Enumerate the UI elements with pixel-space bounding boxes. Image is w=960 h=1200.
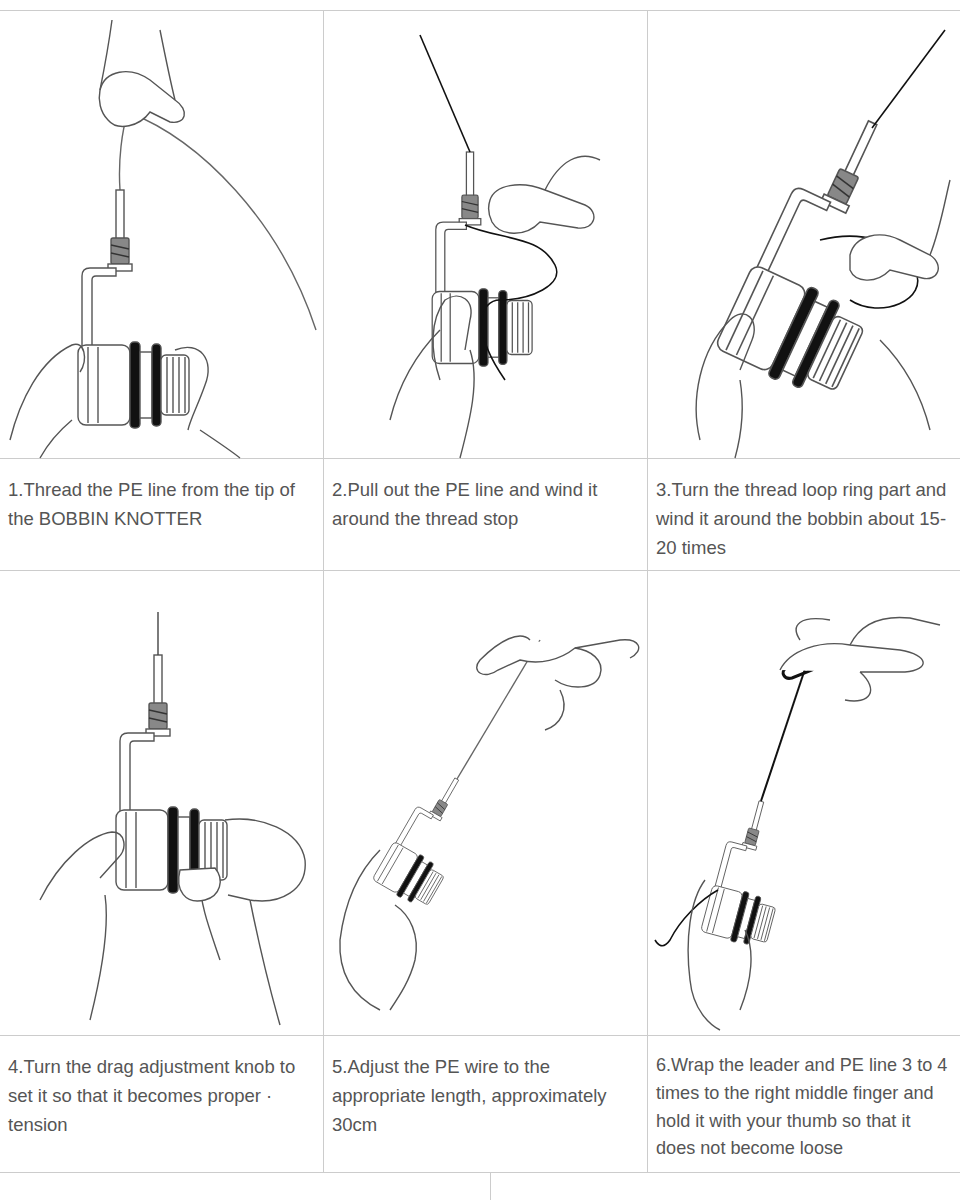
step3-illustration [696,30,950,458]
caption-cell: 3.Turn the thread loop ring part and win… [648,459,960,570]
step-caption: 6.Wrap the leader and PE line 3 to 4 tim… [656,1052,952,1163]
caption-cell: 4.Turn the drag adjustment knob to set i… [0,1036,323,1172]
caption-cell: 2.Pull out the PE line and wind it aroun… [324,459,647,570]
step-caption: 4.Turn the drag adjustment knob to set i… [8,1052,315,1139]
caption-cell: 6.Wrap the leader and PE line 3 to 4 tim… [648,1036,960,1172]
caption-cell: 1.Thread the PE line from the tip of the… [0,459,323,570]
step4-illustration [40,612,305,1025]
step-caption: 2.Pull out the PE line and wind it aroun… [332,475,639,533]
grid-lines [0,10,960,1200]
step-caption: 1.Thread the PE line from the tip of the… [8,475,315,533]
step1-illustration [10,20,316,458]
step2-illustration [390,35,600,458]
step5-illustration [340,636,639,1010]
caption-cell: 5.Adjust the PE wire to the appropriate … [324,1036,647,1172]
step6-illustration [655,617,940,1030]
step-caption: 3.Turn the thread loop ring part and win… [656,475,952,562]
step-caption: 5.Adjust the PE wire to the appropriate … [332,1052,639,1139]
